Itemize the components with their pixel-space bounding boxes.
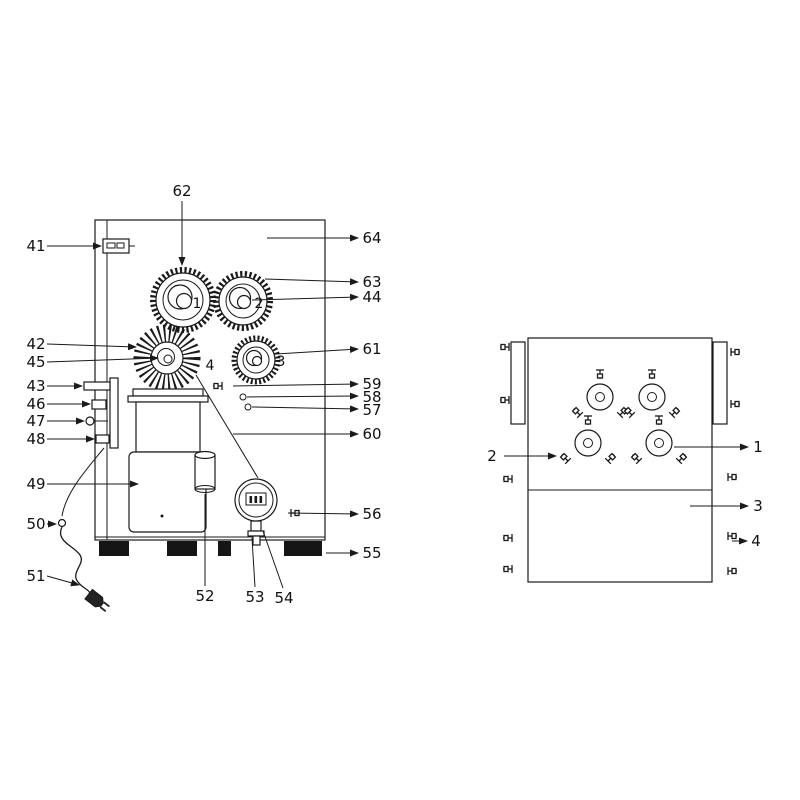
mount-bracket [61,377,119,517]
leader-58 [246,392,359,400]
feet [99,541,322,556]
callout-60: 60 [362,425,381,443]
washer-1 [239,393,247,401]
callouts-right-view: 1 2 3 4 [487,438,763,550]
callout-42: 42 [26,335,45,353]
cord-grommet [57,518,67,528]
callout-61: 61 [362,340,381,358]
callout-43: 43 [26,377,45,395]
shaft-screw [212,381,252,411]
power-plug [84,588,110,613]
callout-right-1: 1 [753,438,763,456]
callout-right-2: 2 [487,447,497,465]
power-connector [102,238,135,254]
callout-right-4: 4 [751,532,761,550]
washer-2 [244,403,252,411]
callout-57: 57 [362,401,381,419]
callout-49: 49 [26,475,45,493]
motor [127,388,209,533]
gear-label-3: 3 [277,354,286,370]
callout-55: 55 [362,544,381,562]
callout-44: 44 [362,288,381,306]
gear-label-4: 4 [206,358,215,374]
leader-54 [262,530,284,589]
leader-45 [46,354,159,363]
leader-56 [287,510,359,518]
roller-bottom-left [558,415,618,465]
roller-top-right [622,369,682,419]
left-flange [510,341,526,425]
callout-48: 48 [26,430,45,448]
gear-label-1: 1 [193,296,202,312]
callout-52: 52 [195,587,214,605]
drive-shaft [195,374,259,479]
roller-top-left [570,369,630,419]
left-view: 41 42 45 43 46 47 48 49 50 51 62 64 63 4… [26,182,382,613]
panel [510,337,728,583]
right-view: 1 2 3 4 [487,337,763,583]
callout-54: 54 [274,589,293,607]
callout-right-3: 3 [753,497,763,515]
gear-3 [231,335,281,385]
leader-44 [251,293,359,301]
callouts-left-view: 41 42 45 43 46 47 48 49 50 51 62 64 63 4… [26,182,381,607]
power-cord [57,518,110,613]
callout-53: 53 [245,588,264,606]
callout-45: 45 [26,353,45,371]
leader-53 [251,537,256,588]
gear-2 [213,271,273,331]
callout-50: 50 [26,515,45,533]
gear-label-2: 2 [255,296,264,312]
callout-56: 56 [362,505,381,523]
callout-64: 64 [362,229,381,247]
leader-lines-left-view [46,201,359,589]
callout-63: 63 [362,273,381,291]
leader-63 [264,278,359,286]
leader-51 [46,575,80,587]
callout-62: 62 [172,182,191,200]
pressure-gauge [234,478,301,546]
callout-58: 58 [362,388,381,406]
right-flange [712,341,728,425]
callout-41: 41 [26,237,45,255]
capacitor [194,450,216,493]
callout-47: 47 [26,412,45,430]
leader-59 [232,380,359,388]
leader-61 [275,345,359,355]
callout-46: 46 [26,395,45,413]
leader-lines-right-view [504,443,749,545]
roller-bottom-right [629,415,689,465]
leader-42 [46,343,137,351]
leader-57 [251,405,359,413]
callout-59: 59 [362,375,381,393]
callout-51: 51 [26,567,45,585]
